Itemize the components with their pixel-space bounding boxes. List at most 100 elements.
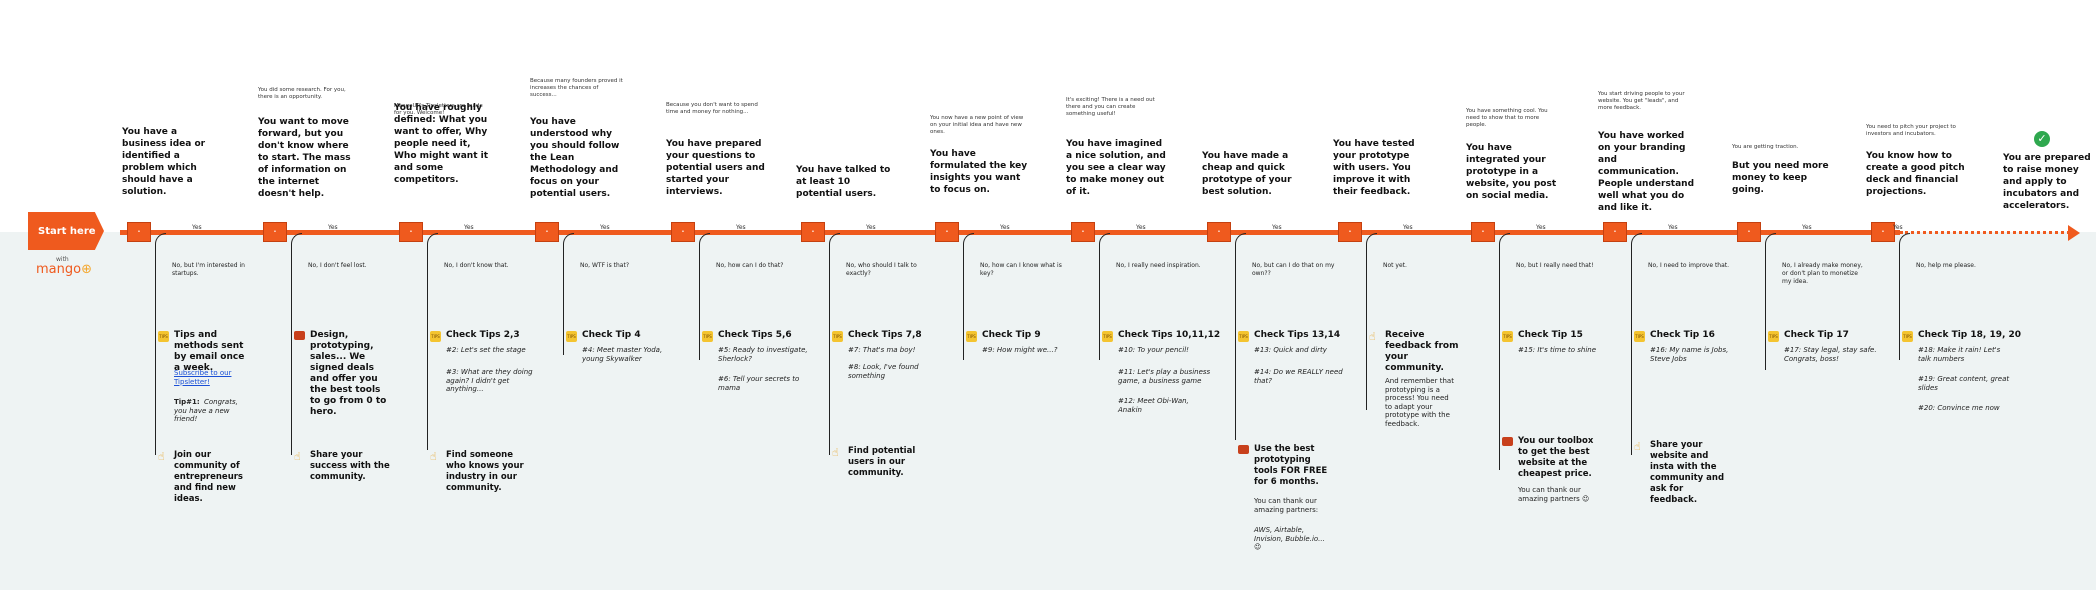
tip-entry[interactable]: #5: Ready to investigate, Sherlock? bbox=[718, 346, 808, 363]
tip-entry[interactable]: #3: What are they doing again? I didn't … bbox=[446, 368, 533, 393]
tip-note-icon: TIPS bbox=[1502, 331, 1513, 342]
tip-entry[interactable]: #14: Do we REALLY need that? bbox=[1254, 368, 1343, 385]
start-here-arrow[interactable]: Start here bbox=[28, 212, 104, 250]
step-node[interactable]: • bbox=[671, 222, 695, 242]
tip-note-icon: TIPS bbox=[430, 331, 441, 342]
step-node[interactable]: • bbox=[1471, 222, 1495, 242]
step-node[interactable]: • bbox=[1603, 222, 1627, 242]
tip-title[interactable]: Check Tips 10,11,12 bbox=[1118, 330, 1221, 340]
step-context-note: You did some research. For you, there is… bbox=[258, 87, 346, 100]
tip-note-icon: TIPS bbox=[1902, 331, 1913, 342]
tip-entry[interactable]: #8: Look, I've found something bbox=[848, 363, 919, 380]
tip-title[interactable]: Check Tip 4 bbox=[582, 330, 641, 340]
tip-entry[interactable]: #18: Make it rain! Let's talk numbers bbox=[1918, 346, 2001, 363]
no-branch-line bbox=[1899, 250, 1900, 360]
no-branch-curve bbox=[1631, 233, 1642, 252]
tip-note-icon: TIPS bbox=[832, 331, 843, 342]
tip-note-icon: TIPS bbox=[1634, 331, 1645, 342]
tip-entry[interactable]: #16: My name is Jobs, Steve Jobs bbox=[1650, 346, 1729, 363]
tip-note-icon: TIPS bbox=[966, 331, 977, 342]
no-branch-line bbox=[1099, 250, 1100, 360]
yes-label: Yes bbox=[328, 224, 338, 231]
step-node[interactable]: • bbox=[399, 222, 423, 242]
tip-title[interactable]: Check Tip 9 bbox=[982, 330, 1041, 340]
community-hand-icon: ☝ bbox=[832, 446, 839, 459]
tip-entry[interactable]: #11: Let's play a business game, a busin… bbox=[1118, 368, 1211, 385]
no-branch-line bbox=[1366, 250, 1367, 410]
bottom-background bbox=[0, 232, 2096, 590]
tip-entry[interactable]: #6: Tell your secrets to mama bbox=[718, 375, 800, 392]
tip-entry[interactable]: #2: Let's set the stage bbox=[446, 346, 526, 354]
step-context-note: You have something cool. You need to sho… bbox=[1466, 108, 1548, 128]
tip-entry[interactable]: #15: It's time to shine bbox=[1518, 346, 1597, 354]
no-branch-line bbox=[1631, 250, 1632, 455]
tip-title[interactable]: Check Tip 15 bbox=[1518, 330, 1583, 340]
no-branch-line bbox=[829, 250, 830, 455]
tip-entry[interactable]: #17: Stay legal, stay safe. Congrats, bo… bbox=[1784, 346, 1877, 363]
yes-label: Yes bbox=[1000, 224, 1010, 231]
step-statement: You have worked on your branding and com… bbox=[1598, 131, 1695, 213]
tip-title: Receive feedback from your community. bbox=[1385, 330, 1459, 373]
tip-entry[interactable]: #20: Convince me now bbox=[1918, 404, 2000, 412]
no-branch-label: No, I don't know that. bbox=[444, 262, 509, 269]
community-action[interactable]: Join our community of entrepreneurs and … bbox=[174, 450, 243, 504]
step-node[interactable]: • bbox=[1338, 222, 1362, 242]
community-action[interactable]: Use the best prototyping tools FOR FREE … bbox=[1254, 444, 1328, 487]
tip-entry[interactable]: #9: How might we...? bbox=[982, 346, 1058, 354]
tip-title: Tips and methods sent by email once a we… bbox=[174, 330, 245, 373]
step-statement: You want to move forward, but you don't … bbox=[258, 117, 351, 199]
tip-title[interactable]: Check Tip 18, 19, 20 bbox=[1918, 330, 2022, 340]
community-action[interactable]: Find someone who knows your industry in … bbox=[446, 450, 524, 493]
no-branch-curve bbox=[1899, 233, 1910, 252]
tip-entry[interactable]: #12: Meet Obi-Wan, Anakin bbox=[1118, 397, 1189, 414]
tip-title[interactable]: Check Tip 17 bbox=[1784, 330, 1849, 340]
dotted-continuation bbox=[1900, 231, 2070, 234]
community-hand-icon: ☝ bbox=[1369, 330, 1376, 343]
tip-title[interactable]: Check Tip 16 bbox=[1650, 330, 1715, 340]
step-node[interactable]: • bbox=[1071, 222, 1095, 242]
community-action[interactable]: Share your website and insta with the co… bbox=[1650, 440, 1725, 505]
step-statement: You have integrated your prototype in a … bbox=[1466, 143, 1557, 201]
step-statement: You have imagined a nice solution, and y… bbox=[1066, 139, 1166, 197]
step-node[interactable]: • bbox=[1207, 222, 1231, 242]
tip-entry[interactable]: #4: Meet master Yoda, young Skywalker bbox=[582, 346, 663, 363]
yes-label: Yes bbox=[736, 224, 746, 231]
subscribe-link[interactable]: Subscribe to our Tipsletter! bbox=[174, 369, 232, 386]
step-node[interactable]: • bbox=[935, 222, 959, 242]
step-node[interactable]: • bbox=[1737, 222, 1761, 242]
community-hand-icon: ☝ bbox=[158, 450, 165, 463]
no-branch-line bbox=[963, 250, 964, 360]
partners-list: AWS, Airtable, Invision, Bubble.io... 😉 bbox=[1254, 526, 1325, 551]
tip-title[interactable]: Check Tips 7,8 bbox=[848, 330, 922, 340]
tip-title[interactable]: Check Tips 2,3 bbox=[446, 330, 520, 340]
step-context-note: MangoUP's Tipsletters are made for you. … bbox=[394, 103, 483, 116]
no-branch-label: No, how can I do that? bbox=[716, 262, 784, 269]
step-context-note: You now have a new point of view on your… bbox=[930, 115, 1024, 135]
community-action[interactable]: You our toolbox to get the best website … bbox=[1518, 436, 1594, 479]
no-branch-curve bbox=[1235, 233, 1246, 252]
tip-entry[interactable]: #7: That's ma boy! bbox=[848, 346, 916, 354]
step-node[interactable]: • bbox=[801, 222, 825, 242]
no-branch-label: No, who should I talk to exactly? bbox=[846, 262, 917, 277]
yes-label: Yes bbox=[1893, 224, 1903, 231]
community-action[interactable]: Share your success with the community. bbox=[310, 450, 390, 482]
step-node[interactable]: • bbox=[263, 222, 287, 242]
community-action[interactable]: Find potential users in our community. bbox=[848, 446, 916, 478]
tip-title[interactable]: Check Tips 5,6 bbox=[718, 330, 792, 340]
tip-note-icon: TIPS bbox=[1238, 331, 1249, 342]
step-statement: You are prepared to raise money and appl… bbox=[2003, 153, 2091, 211]
tip-entry[interactable]: #13: Quick and dirty bbox=[1254, 346, 1327, 354]
step-node[interactable]: • bbox=[127, 222, 151, 242]
step-node[interactable]: • bbox=[535, 222, 559, 242]
step-node[interactable]: • bbox=[1871, 222, 1895, 242]
tip-entry[interactable]: #10: To your pencil! bbox=[1118, 346, 1189, 354]
tip-title[interactable]: Check Tips 13,14 bbox=[1254, 330, 1341, 340]
no-branch-line bbox=[699, 250, 700, 360]
toolbox-icon bbox=[1502, 437, 1513, 446]
no-branch-label: No, but I'm interested in startups. bbox=[172, 262, 245, 277]
tip-entry[interactable]: #19: Great content, great slides bbox=[1918, 375, 2010, 392]
yes-label: Yes bbox=[1136, 224, 1146, 231]
tip-label: Tip#1: bbox=[174, 398, 200, 406]
yes-label: Yes bbox=[1272, 224, 1282, 231]
